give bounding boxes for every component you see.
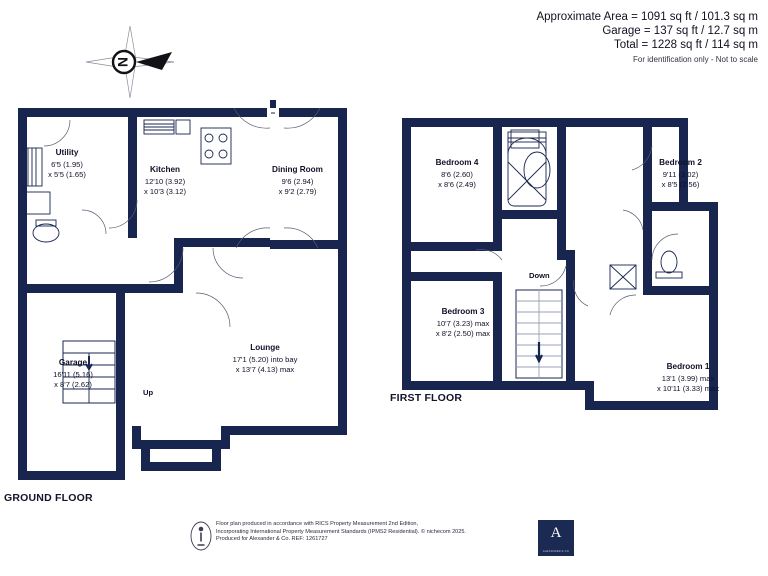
- room-label-garage: Garage 16'11 (5.16) x 8'7 (2.62): [53, 358, 93, 389]
- room-label-dining-room: Dining Room 9'6 (2.94) x 9'2 (2.79): [272, 165, 323, 196]
- info-person-icon: [190, 521, 212, 551]
- ground-floor-staircase: [62, 340, 116, 404]
- footer-line-1: Floor plan produced in accordance with R…: [216, 521, 419, 527]
- room-label-bedroom-1: Bedroom 1 13'1 (3.99) max x 10'11 (3.33)…: [656, 362, 720, 393]
- scale-disclaimer-text: For identification only - Not to scale: [633, 55, 758, 64]
- ground-floor-walls: [18, 100, 347, 480]
- stair-direction-up: Up: [143, 388, 154, 397]
- ensuite-fixtures: [609, 250, 683, 290]
- approx-area-text: Approximate Area = 1091 sq ft / 101.3 sq…: [536, 11, 758, 23]
- logo-subtitle: ALEXANDER & CO: [542, 550, 570, 553]
- compass-rose-icon: N: [84, 24, 176, 100]
- logo-monogram: A: [550, 525, 562, 541]
- room-label-lounge: Lounge 17'1 (5.20) into bay x 13'7 (4.13…: [232, 343, 298, 374]
- room-label-utility: Utility 6'5 (1.95) x 5'5 (1.65): [48, 148, 86, 179]
- ground-floor-windows: [20, 112, 275, 477]
- room-label-bedroom-4: Bedroom 4 8'6 (2.60) x 8'6 (2.49): [435, 158, 479, 189]
- kitchen-fixtures: [143, 119, 232, 165]
- bathroom-fixtures: [507, 129, 551, 207]
- area-summary: Approximate Area = 1091 sq ft / 101.3 sq…: [536, 10, 758, 64]
- first-floor-plan: [402, 118, 718, 410]
- footer-line-2: Incorporating International Property Mea…: [216, 528, 467, 535]
- first-floor-title: FIRST FLOOR: [390, 392, 463, 404]
- room-label-bedroom-2: Bedroom 2 9'11 (3.02) x 8'5 (2.56): [659, 158, 702, 189]
- footer: Floor plan produced in accordance with R…: [190, 519, 610, 563]
- room-label-bedroom-3: Bedroom 3 10'7 (3.23) max x 8'2 (2.50) m…: [435, 307, 491, 338]
- ground-floor-fixtures: [19, 119, 107, 243]
- first-floor-doors: [475, 145, 679, 316]
- alexander-co-logo: A ALEXANDER & CO: [538, 520, 574, 556]
- stair-direction-down: Down: [529, 271, 550, 280]
- ground-floor-title: GROUND FLOOR: [4, 492, 93, 504]
- first-floor-staircase: [515, 289, 563, 379]
- total-area-text: Total = 1228 sq ft / 114 sq m: [614, 39, 758, 51]
- first-floor-windows: [420, 121, 715, 407]
- ground-floor-plan: [18, 100, 347, 480]
- ground-floor-doors: [108, 107, 321, 328]
- footer-disclaimer: Floor plan produced in accordance with R…: [216, 521, 466, 544]
- room-label-kitchen: Kitchen 12'10 (3.92) x 10'3 (3.12): [144, 165, 186, 196]
- compass-north-label: N: [115, 57, 131, 67]
- footer-line-3: Produced for Alexander & Co. REF: 126172…: [216, 536, 328, 543]
- garage-area-text: Garage = 137 sq ft / 12.7 sq m: [602, 25, 758, 37]
